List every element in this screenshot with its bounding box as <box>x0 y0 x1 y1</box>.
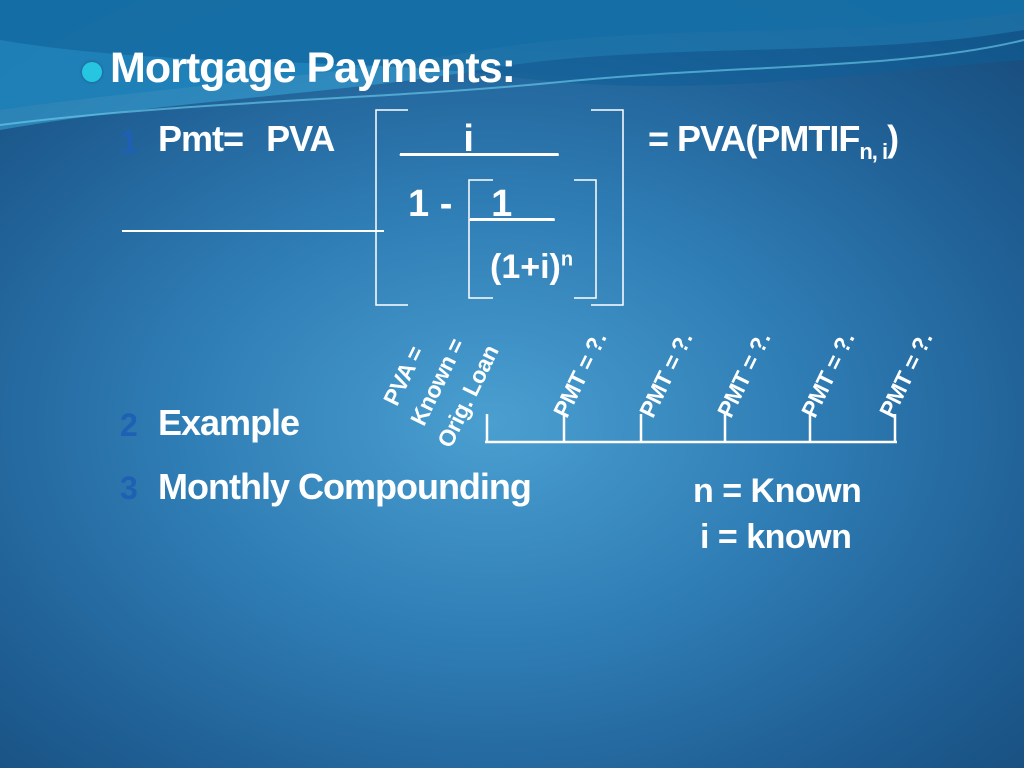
fraction-numerator-i: ___i____ <box>400 118 559 160</box>
pmt-label-2: PMT = ?. <box>634 328 698 422</box>
monthly-compounding-label: Monthly Compounding <box>158 466 532 507</box>
item-number-1: 1 <box>120 124 138 160</box>
header-wave-decoration <box>0 0 1024 130</box>
pmt-label-5: PMT = ?. <box>874 328 938 422</box>
pva-label: PVA <box>266 118 335 159</box>
pmt-label: Pmt= <box>158 118 244 159</box>
pmt-formula-lhs: Pmt= PVA <box>158 118 335 160</box>
pmtif-close: ) <box>887 118 899 159</box>
i-known: i = known <box>700 518 852 556</box>
n-known: n = Known <box>693 472 862 510</box>
one-minus: 1 - <box>408 183 453 225</box>
inner-numerator-1: _1__ <box>470 183 555 225</box>
pva-pmtif-formula: = PVA(PMTIFn, i) <box>648 118 899 165</box>
inner-denominator-exponent: n <box>560 248 574 271</box>
item-number-2: 2 <box>120 407 138 443</box>
title-bullet-icon <box>82 62 102 82</box>
inner-bracket-right <box>574 179 597 299</box>
pmt-label-4: PMT = ?. <box>796 328 860 422</box>
slide-title: Mortgage Payments: <box>110 44 516 92</box>
pmtif-main: = PVA(PMTIF <box>648 118 860 159</box>
inner-denominator-base: (1+i) <box>490 248 561 286</box>
inner-denominator: (1+i)n <box>490 248 573 287</box>
outer-bracket-right <box>591 109 624 306</box>
example-label: Example <box>158 402 300 443</box>
pmt-label-3: PMT = ?. <box>712 328 776 422</box>
cash-flow-timeline <box>485 414 897 444</box>
formula-division-line <box>122 230 384 232</box>
pmtif-subscript: n, i <box>859 139 888 165</box>
pmt-label-1: PMT = ?. <box>548 328 612 422</box>
item-number-3: 3 <box>120 470 138 506</box>
